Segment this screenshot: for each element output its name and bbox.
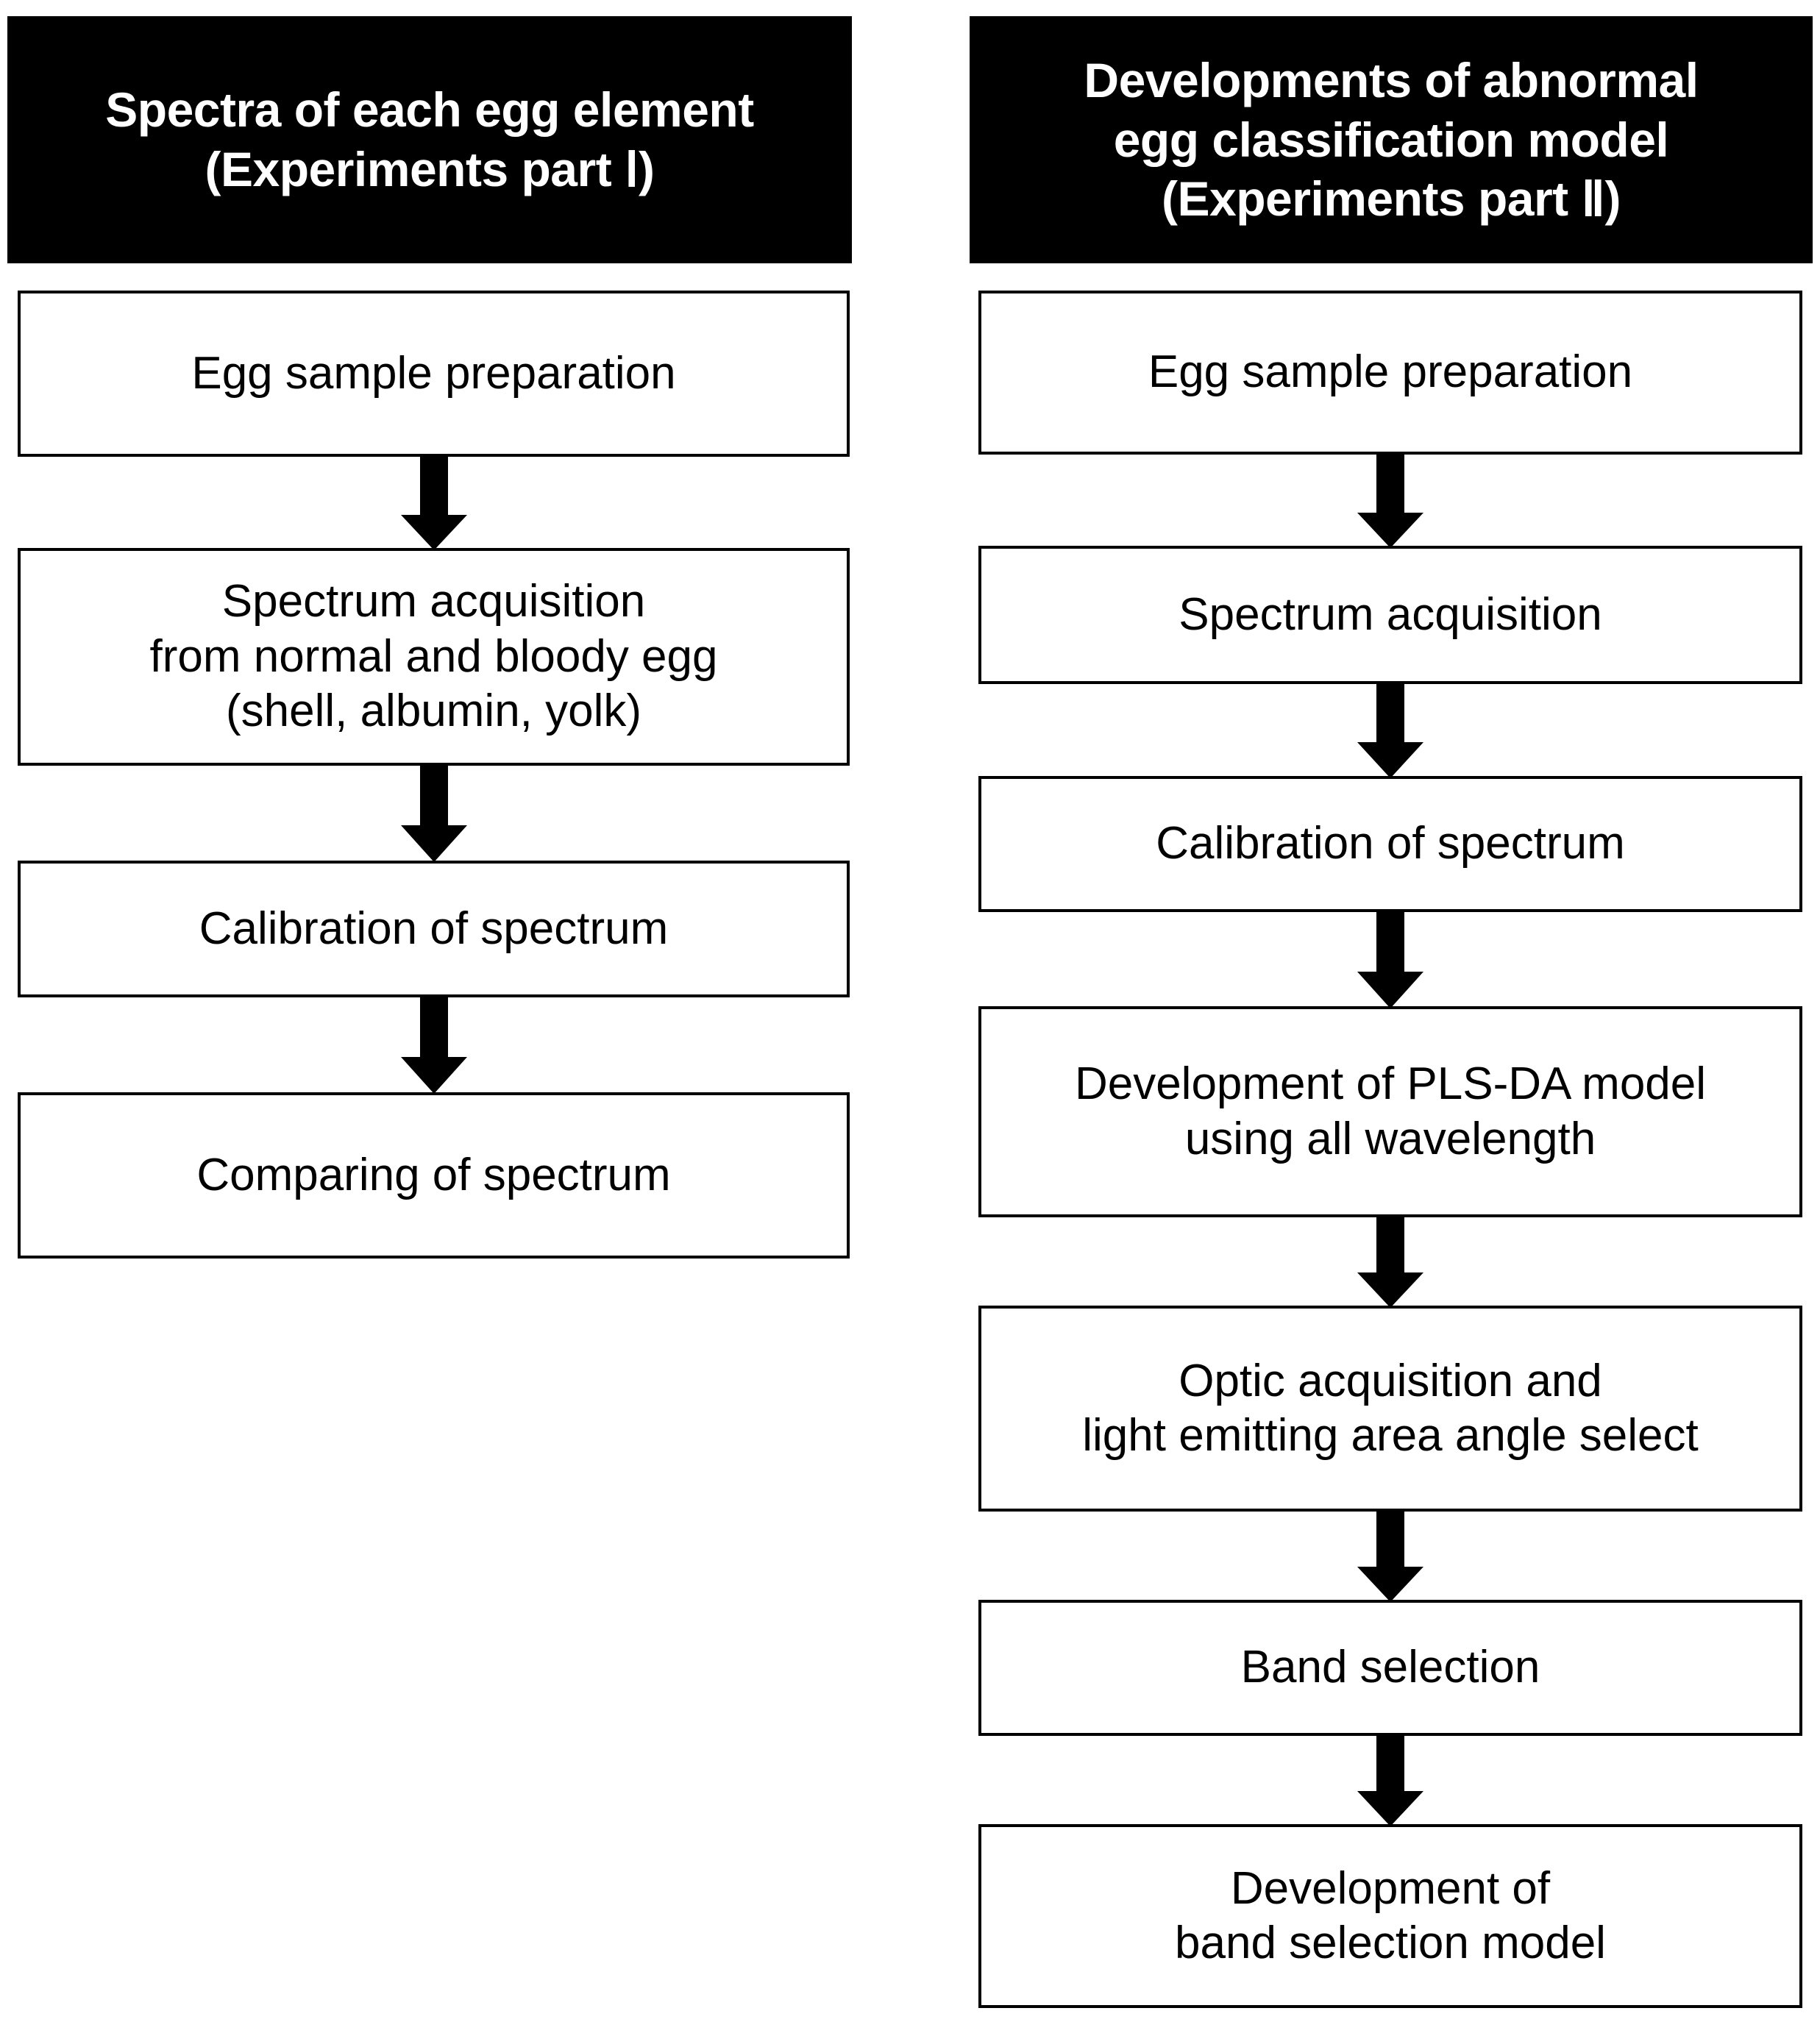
right-step-2-label: Spectrum acquisition <box>1179 588 1602 640</box>
left-step-2-line-1: Spectrum acquisition <box>221 576 646 627</box>
left-step-2-line-3: (shell, albumin, yolk) <box>225 686 642 737</box>
right-step-6-box[interactable]: Band selection <box>978 1600 1802 1736</box>
right-banner-line-3: (Experiments part Ⅱ) <box>1162 171 1621 227</box>
left-banner-line-2: (Experiments part Ⅰ) <box>205 142 655 196</box>
left-column-banner: Spectra of each egg element (Experiments… <box>7 16 852 263</box>
left-step-1-box[interactable]: Egg sample preparation <box>18 291 850 457</box>
right-arrow-1 <box>1357 452 1423 548</box>
left-arrow-2 <box>401 763 467 862</box>
right-step-2-box[interactable]: Spectrum acquisition <box>978 546 1802 684</box>
right-step-1-label: Egg sample preparation <box>1148 346 1633 398</box>
left-step-4-box[interactable]: Comparing of spectrum <box>18 1092 850 1259</box>
right-step-7-line-2: band selection model <box>1175 1918 1606 1968</box>
right-step-1-box[interactable]: Egg sample preparation <box>978 291 1802 455</box>
left-step-3-box[interactable]: Calibration of spectrum <box>18 861 850 997</box>
right-step-5-line-2: light emitting area angle select <box>1082 1410 1699 1461</box>
left-step-4-label: Comparing of spectrum <box>196 1149 671 1200</box>
right-banner-line-2: egg classification model <box>1113 112 1669 167</box>
right-step-4-line-1: Development of PLS-DA model <box>1074 1058 1707 1110</box>
right-step-7-line-1: Development of <box>1230 1862 1551 1914</box>
left-step-1-label: Egg sample preparation <box>191 347 676 399</box>
right-arrow-3 <box>1357 910 1423 1008</box>
left-step-3-label: Calibration of spectrum <box>199 903 669 954</box>
right-step-4-line-2: using all wavelength <box>1184 1113 1596 1164</box>
right-arrow-4 <box>1357 1215 1423 1308</box>
right-arrow-2 <box>1357 682 1423 778</box>
right-step-5-line-1: Optic acquisition and <box>1179 1355 1602 1406</box>
right-step-6-label: Band selection <box>1240 1642 1540 1693</box>
left-step-2-line-2: from normal and bloody egg <box>149 630 718 682</box>
right-arrow-5 <box>1357 1509 1423 1602</box>
right-arrow-6 <box>1357 1734 1423 1826</box>
right-step-3-box[interactable]: Calibration of spectrum <box>978 776 1802 912</box>
right-banner-line-1: Developments of abnormal <box>1084 53 1699 108</box>
left-banner-line-1: Spectra of each egg element <box>105 82 754 138</box>
right-column-banner: Developments of abnormal egg classificat… <box>970 16 1813 263</box>
left-arrow-1 <box>401 455 467 550</box>
right-step-3-label: Calibration of spectrum <box>1156 818 1625 869</box>
left-arrow-3 <box>401 995 467 1094</box>
